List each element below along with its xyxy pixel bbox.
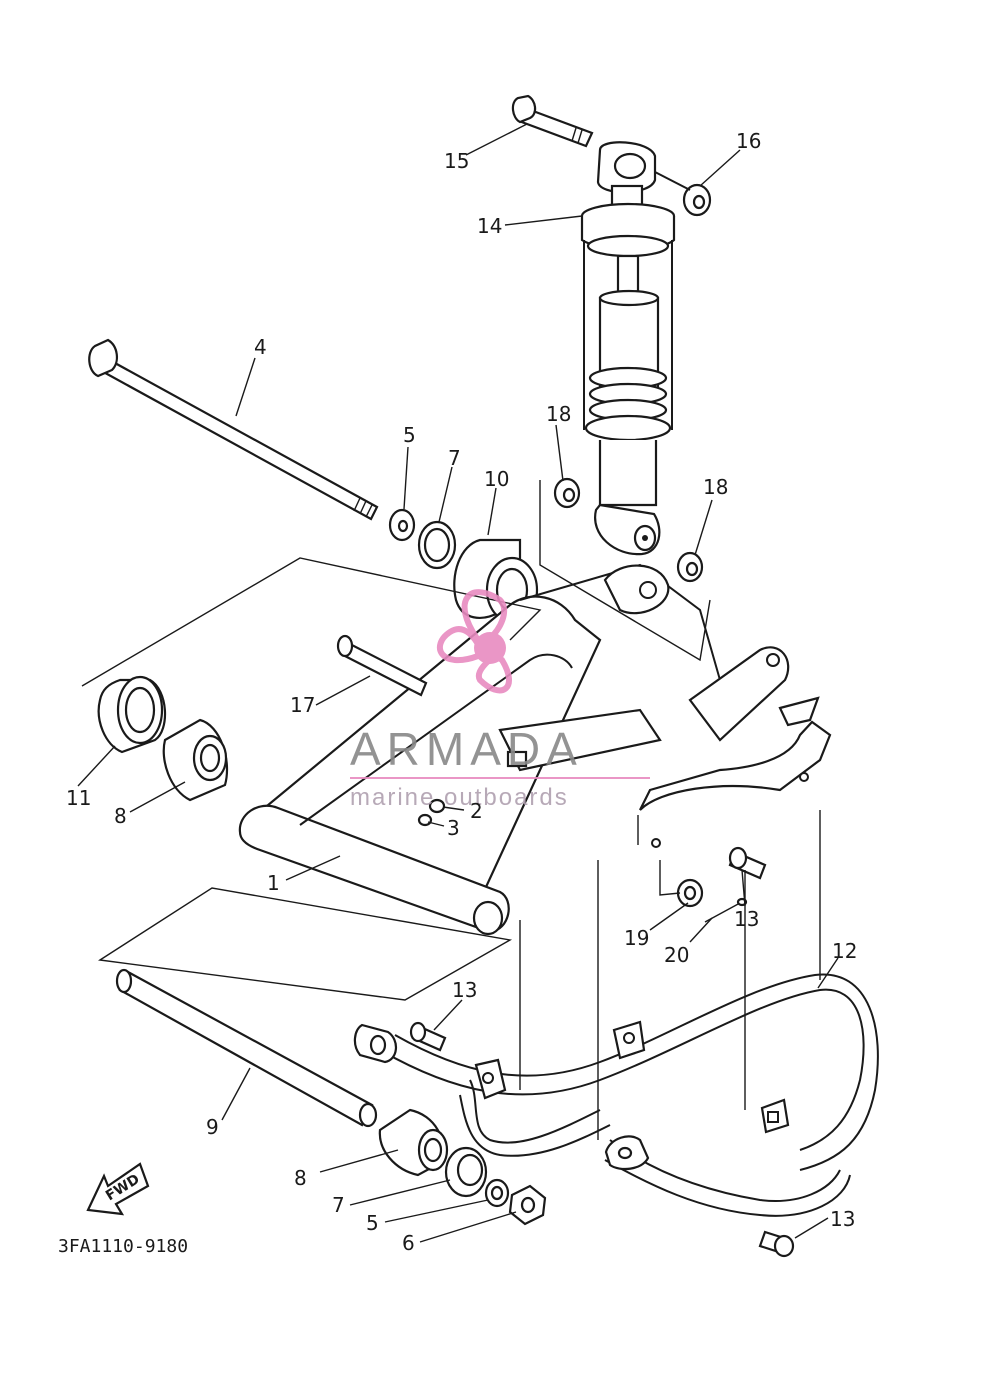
bumper-12	[353, 973, 879, 1217]
callout-16: 16	[736, 129, 761, 153]
collar-11	[97, 675, 167, 754]
alignment-guides	[81, 480, 821, 1140]
collar-18-left	[553, 477, 581, 509]
callout-20: 20	[664, 943, 689, 967]
callout-7-bottom: 7	[332, 1193, 345, 1217]
bolt-13-right	[728, 846, 767, 880]
rear-shock-absorber-14	[580, 141, 691, 556]
callout-13-bottom: 13	[830, 1207, 855, 1231]
callout-3: 3	[447, 816, 460, 840]
bolt-13-left	[409, 1021, 447, 1052]
propeller-logo-icon	[437, 589, 512, 694]
callout-6: 6	[402, 1231, 415, 1255]
callout-18-left: 18	[546, 402, 571, 426]
callout-10: 10	[484, 467, 509, 491]
nut-6	[508, 1184, 547, 1226]
washer-19	[676, 878, 704, 908]
cotter-pin-20	[704, 897, 748, 923]
callout-18-right: 18	[703, 475, 728, 499]
callout-14: 14	[477, 214, 502, 238]
nut-16	[682, 183, 712, 217]
callout-9: 9	[206, 1115, 219, 1139]
callout-15: 15	[444, 149, 469, 173]
callout-1: 1	[267, 871, 280, 895]
callout-5-bottom: 5	[366, 1211, 379, 1235]
washer-5-bottom	[484, 1178, 510, 1208]
swing-arm-1	[238, 563, 832, 936]
pin-17	[336, 634, 428, 697]
armada-watermark: ARMADA marine outboards	[350, 589, 650, 811]
bolt-15	[511, 94, 594, 148]
callout-4: 4	[254, 335, 267, 359]
grease-nipple-2	[428, 798, 446, 814]
forward-arrow-icon: FWD	[86, 1162, 150, 1216]
bushing-8-bottom	[378, 1108, 449, 1177]
callout-13-right: 13	[734, 907, 759, 931]
bolt-13-bottom	[758, 1230, 795, 1258]
leader-lines	[77, 123, 839, 1243]
bearing-7-top	[417, 520, 457, 570]
collar-18-right	[676, 551, 704, 583]
washer-5-top	[388, 508, 416, 542]
watermark-tagline: marine outboards	[350, 784, 569, 811]
callout-8-top: 8	[114, 804, 127, 828]
pivot-bolt-4	[88, 338, 379, 521]
callout-8-bottom: 8	[294, 1166, 307, 1190]
callout-13-left: 13	[452, 978, 477, 1002]
callout-7-top: 7	[448, 446, 461, 470]
ring-3	[417, 813, 433, 827]
callout-19: 19	[624, 926, 649, 950]
callout-12: 12	[832, 939, 857, 963]
callout-11: 11	[66, 786, 91, 810]
diagram-code: 3FA1110-9180	[58, 1236, 188, 1257]
shaft-9	[115, 968, 378, 1128]
callout-17: 17	[290, 693, 315, 717]
bushing-8-top	[162, 718, 229, 802]
watermark-brand: ARMADA	[350, 723, 583, 775]
callout-labels: 15 16 14 4 5 7 10 18 18 17 11 8 2 3 1 19…	[66, 129, 857, 1255]
callout-5-top: 5	[403, 423, 416, 447]
callout-2: 2	[470, 799, 483, 823]
bearing-7-bottom	[444, 1146, 488, 1198]
